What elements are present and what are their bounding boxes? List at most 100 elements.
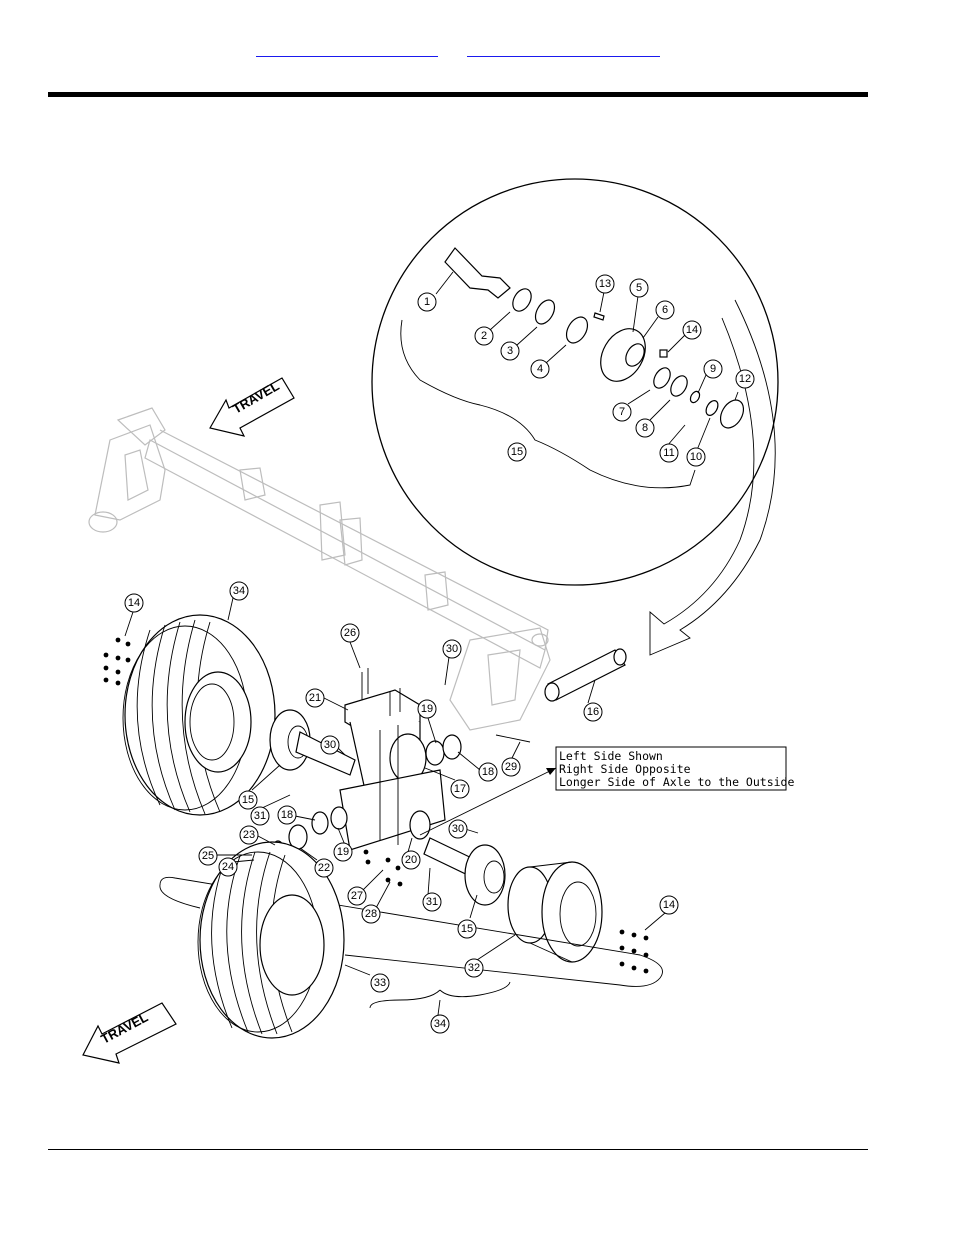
callout-4: 4	[530, 359, 550, 379]
svg-text:15: 15	[242, 794, 254, 806]
callout-13: 13	[595, 274, 615, 294]
svg-text:34: 34	[233, 585, 245, 597]
callout-31b: 31	[422, 892, 442, 912]
callout-19a: 19	[417, 699, 437, 719]
svg-text:15: 15	[461, 923, 473, 935]
svg-text:15: 15	[511, 446, 523, 458]
callout-bubbles: 1 2 3 4 13 5 6 14 9 12 7 8 11 10 15 14 3…	[124, 274, 755, 1034]
callout-28: 28	[361, 904, 381, 924]
svg-text:11: 11	[663, 447, 674, 459]
svg-text:4: 4	[537, 363, 543, 375]
header-link-left[interactable]	[256, 40, 438, 57]
svg-text:1: 1	[424, 296, 430, 308]
callout-32: 32	[464, 958, 484, 978]
svg-text:3: 3	[507, 345, 513, 357]
callout-18a: 18	[478, 762, 498, 782]
callout-15c: 15	[457, 919, 477, 939]
svg-text:30: 30	[446, 643, 458, 655]
callout-7: 7	[612, 402, 632, 422]
svg-text:23: 23	[243, 829, 255, 841]
callout-8: 8	[635, 418, 655, 438]
callout-12: 12	[735, 369, 755, 389]
svg-text:33: 33	[374, 977, 386, 989]
callout-33: 33	[370, 973, 390, 993]
callout-15b: 15	[238, 790, 258, 810]
svg-text:5: 5	[636, 282, 642, 294]
travel-arrow-upper: TRAVEL	[209, 377, 295, 437]
callout-1: 1	[417, 292, 437, 312]
axle-bracket	[339, 668, 446, 887]
svg-text:6: 6	[662, 304, 668, 316]
callout-25: 25	[198, 846, 218, 866]
callout-10: 10	[686, 447, 706, 467]
callout-20: 20	[401, 850, 421, 870]
svg-text:2: 2	[481, 330, 487, 342]
callout-19b: 19	[333, 842, 353, 862]
callout-2: 2	[474, 326, 494, 346]
svg-text:14: 14	[686, 324, 698, 336]
callout-31a: 31	[250, 806, 270, 826]
hub-assembly-right	[423, 837, 506, 906]
svg-text:31: 31	[426, 896, 438, 908]
hub-assembly-left	[269, 709, 356, 776]
callout-18b: 18	[277, 805, 297, 825]
svg-text:27: 27	[351, 890, 363, 902]
header-link-right[interactable]	[467, 40, 660, 57]
header-rule	[48, 92, 868, 97]
callout-6: 6	[655, 300, 675, 320]
svg-text:34: 34	[434, 1018, 446, 1030]
note-line-2: Right Side Opposite	[559, 762, 691, 776]
pivot-pin	[544, 648, 627, 702]
svg-text:22: 22	[318, 862, 330, 874]
callout-30c: 30	[448, 819, 468, 839]
svg-text:30: 30	[324, 739, 336, 751]
svg-text:19: 19	[421, 703, 433, 715]
footer-rule	[48, 1149, 868, 1150]
svg-text:13: 13	[599, 278, 611, 290]
callout-14c: 14	[659, 895, 679, 915]
callout-9: 9	[703, 359, 723, 379]
svg-text:28: 28	[365, 908, 377, 920]
callout-29: 29	[501, 757, 521, 777]
callout-26: 26	[340, 623, 360, 643]
svg-text:12: 12	[739, 373, 751, 385]
svg-text:14: 14	[128, 597, 140, 609]
svg-text:10: 10	[690, 451, 702, 463]
svg-text:9: 9	[710, 363, 716, 375]
header-links	[0, 40, 954, 60]
note-line-3: Longer Side of Axle to the Outside	[559, 775, 794, 789]
callout-23: 23	[239, 825, 259, 845]
callout-30a: 30	[442, 639, 462, 659]
callout-14a: 14	[682, 320, 702, 340]
svg-text:14: 14	[663, 899, 675, 911]
callout-11: 11	[659, 443, 679, 463]
callout-3: 3	[500, 341, 520, 361]
callout-24: 24	[218, 857, 238, 877]
svg-text:17: 17	[454, 783, 466, 795]
callout-17: 17	[450, 779, 470, 799]
svg-text:20: 20	[405, 854, 417, 866]
svg-text:21: 21	[309, 692, 321, 704]
svg-text:8: 8	[642, 422, 648, 434]
svg-text:7: 7	[619, 406, 625, 418]
svg-text:31: 31	[254, 810, 266, 822]
travel-arrow-lower: TRAVEL	[82, 1002, 177, 1064]
callout-27: 27	[347, 886, 367, 906]
note-line-1: Left Side Shown	[559, 749, 663, 763]
frame-outline	[88, 407, 551, 731]
svg-text:25: 25	[202, 850, 214, 862]
svg-text:32: 32	[468, 962, 480, 974]
hub-detail-view	[371, 178, 779, 656]
svg-text:24: 24	[222, 861, 234, 873]
callout-21: 21	[305, 688, 325, 708]
svg-text:29: 29	[505, 761, 517, 773]
tire-lower	[159, 841, 663, 1039]
tire-upper-left	[103, 614, 276, 816]
note-box: Left Side Shown Right Side Opposite Long…	[419, 746, 794, 836]
callout-34a: 34	[229, 581, 249, 601]
svg-text:18: 18	[482, 766, 494, 778]
callout-14b: 14	[124, 593, 144, 613]
svg-text:26: 26	[344, 627, 356, 639]
svg-text:30: 30	[452, 823, 464, 835]
